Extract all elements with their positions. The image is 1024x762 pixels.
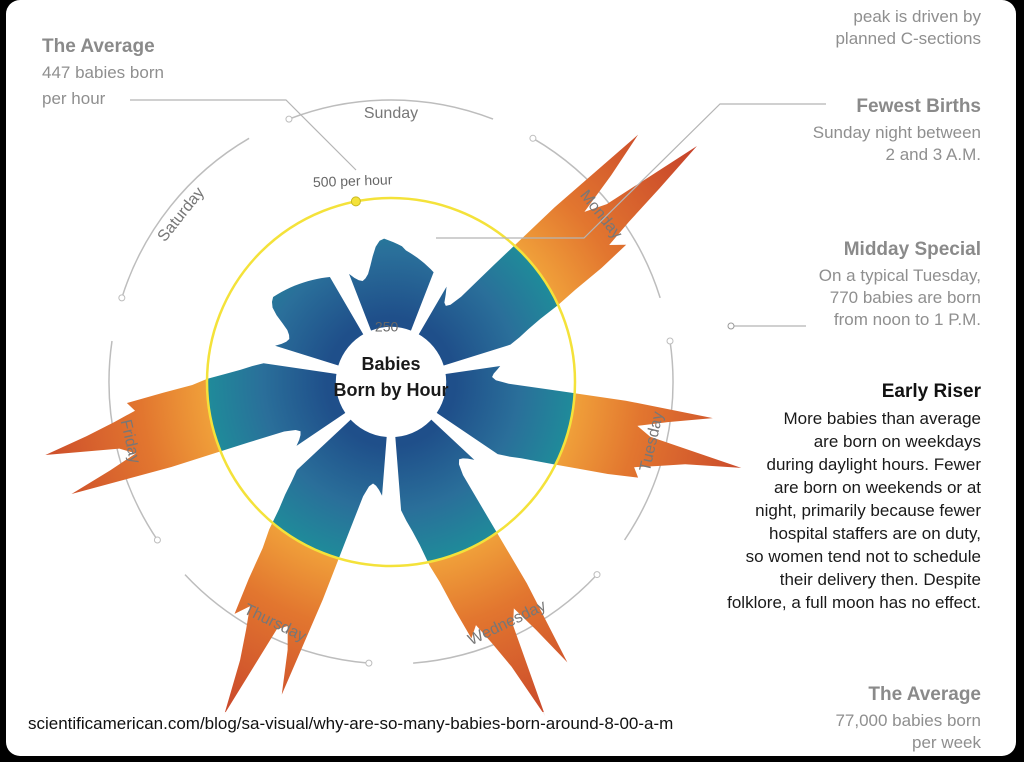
day-track-start-dot xyxy=(118,294,126,302)
day-track-start-dot xyxy=(666,337,674,345)
fewest-leader xyxy=(436,103,826,239)
avg-week-text: 77,000 babies born per week xyxy=(835,711,981,752)
top-cut-text: peak is driven by planned C-sections xyxy=(835,7,981,48)
center-hole xyxy=(335,326,447,438)
births-high-sunday xyxy=(349,238,434,382)
fewest-title: Fewest Births xyxy=(856,96,981,117)
riser-title: Early Riser xyxy=(881,381,981,402)
top-cut-note: peak is driven by planned C-sections xyxy=(835,6,981,50)
midday-leader-dot xyxy=(727,322,735,330)
radial-births-chart: SundayMondayTuesdayWednesdayThursdayFrid… xyxy=(45,52,826,717)
leader-lines xyxy=(130,99,826,330)
midday-text: On a typical Tuesday, 770 babies are bor… xyxy=(818,266,981,329)
day-track-start-dot xyxy=(285,115,293,123)
day-label-sunday: Sunday xyxy=(364,105,418,122)
births-high-thursday xyxy=(224,382,391,715)
early-riser-note: Early Riser More babies than average are… xyxy=(727,381,981,614)
midday-title: Midday Special xyxy=(843,239,981,260)
source-url[interactable]: scientificamerican.com/blog/sa-visual/wh… xyxy=(24,712,678,736)
day-track-start-dot xyxy=(529,134,537,142)
fewest-text: Sunday night between 2 and 3 A.M. xyxy=(812,123,981,164)
average-per-week-note: The Average 77,000 babies born per week xyxy=(835,684,981,754)
ring-marker-dot xyxy=(350,196,361,207)
births-high-tuesday xyxy=(391,365,742,478)
riser-text: More babies than average are born on wee… xyxy=(727,409,981,612)
midday-special-note: Midday Special On a typical Tuesday, 770… xyxy=(819,239,981,331)
avg-hour-text: 447 babies born per hour xyxy=(42,63,164,108)
births-areas xyxy=(45,134,742,717)
births-high-friday xyxy=(45,363,392,494)
ring-label-500: 500 per hour xyxy=(313,171,393,190)
chart-title-line: Babies xyxy=(361,354,420,374)
avg-week-title: The Average xyxy=(868,684,981,705)
500-per-hour-ring xyxy=(205,196,577,568)
births-high-wednesday xyxy=(391,382,568,717)
ring-label-250: 250 xyxy=(375,319,399,335)
day-track-start-dot xyxy=(365,659,373,667)
avg-hour-title: The Average xyxy=(42,36,155,57)
day-track-saturday xyxy=(121,137,250,299)
births-high-monday xyxy=(391,134,697,382)
fewest-births-note: Fewest Births Sunday night between 2 and… xyxy=(813,96,981,166)
average-per-hour-note: The Average 447 babies born per hour xyxy=(42,34,164,112)
day-track-sunday xyxy=(288,99,494,120)
chart-title-line: Born by Hour xyxy=(334,380,449,400)
day-track-start-dot xyxy=(153,536,161,544)
day-track-start-dot xyxy=(593,571,601,579)
avg-hour-leader xyxy=(130,99,357,171)
